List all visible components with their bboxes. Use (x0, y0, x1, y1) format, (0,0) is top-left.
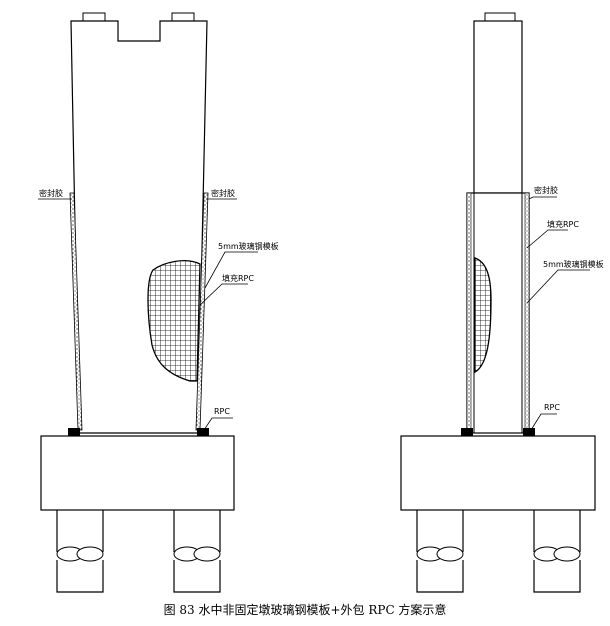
right-label-frp-plate: 5mm玻璃钢模板 (543, 259, 604, 269)
right-pile-cap (400, 435, 596, 511)
left-diagram: 密封胶 密封胶 5mm玻璃钢模板 填充RPC RPC (38, 12, 279, 593)
left-rpc-pad-left (68, 428, 80, 436)
left-leaders (38, 198, 258, 431)
left-frp-plate-left (69, 192, 83, 431)
right-pier-upper (473, 20, 523, 194)
left-rpc-pad-right (197, 428, 209, 436)
right-top-cap (484, 12, 516, 22)
left-pile-cap (40, 435, 235, 511)
figure-caption: 图 83 水中非固定墩玻璃钢模板+外包 RPC 方案示意 (163, 603, 447, 617)
left-label-rpc: RPC (214, 407, 230, 416)
left-label-sealant-right: 密封胶 (211, 188, 235, 198)
right-rpc-pad-left (461, 428, 473, 436)
right-leaders (526, 196, 590, 431)
right-frp-plate-left (466, 192, 472, 432)
left-top-cap-2 (171, 12, 195, 22)
right-label-fill-rpc: 填充RPC (547, 219, 579, 229)
right-fill-rpc-region (474, 257, 492, 374)
scheme-figure: 密封胶 密封胶 5mm玻璃钢模板 填充RPC RPC (38, 12, 604, 593)
left-fill-rpc-region (147, 260, 201, 382)
left-label-sealant-left: 密封胶 (39, 188, 63, 198)
left-piles (56, 510, 221, 593)
left-top-cap-1 (82, 12, 106, 22)
right-piles (416, 510, 581, 593)
left-label-fill-rpc: 填充RPC (222, 273, 254, 283)
left-label-frp-plate: 5mm玻璃钢模板 (218, 241, 279, 251)
right-frp-plate-right (524, 192, 530, 432)
right-diagram: 密封胶 填充RPC 5mm玻璃钢模板 RPC (400, 12, 604, 593)
right-label-rpc: RPC (544, 403, 560, 412)
right-label-sealant: 密封胶 (534, 185, 558, 195)
right-rpc-pad-right (523, 428, 535, 436)
